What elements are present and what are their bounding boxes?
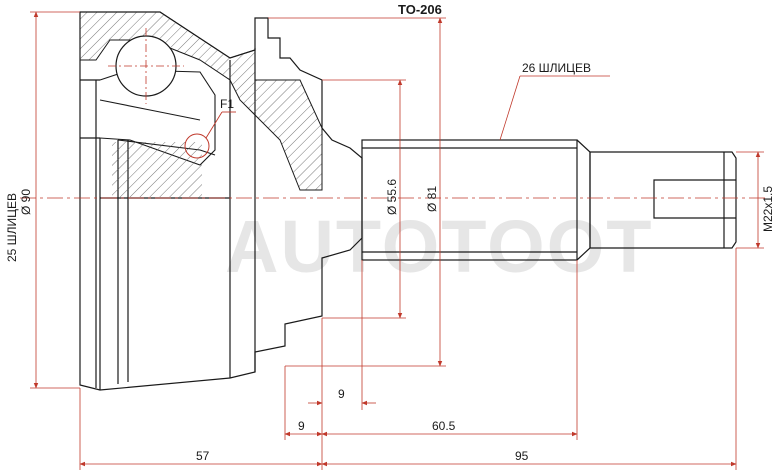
hatched-section — [79, 11, 323, 191]
body-length-label: 57 — [196, 449, 210, 463]
f1-label: F1 — [220, 97, 234, 111]
watermark-text: AUTOTOOT — [225, 205, 654, 288]
total-length-label: 95 — [515, 449, 529, 463]
shaft-diameter-large-label: Ø 81 — [425, 186, 439, 212]
part-number-label: TO-206 — [398, 2, 442, 17]
outer-splines-label: 26 ШЛИЦЕВ — [522, 61, 591, 75]
inner-splines-label: 25 ШЛИЦЕВ — [5, 193, 19, 262]
shaft-diameter-small-label: Ø 55.6 — [385, 179, 399, 215]
outer-diameter-label: Ø 90 — [19, 189, 33, 215]
gap-width-label: 9 — [338, 387, 345, 401]
f1-detail-circle — [184, 133, 210, 159]
dimension-lines — [30, 11, 764, 470]
shaft-length-label: 60.5 — [432, 419, 456, 433]
thread-label: M22x1.5 — [761, 186, 775, 232]
flange-width-label: 9 — [298, 419, 305, 433]
threaded-stub — [589, 151, 737, 249]
